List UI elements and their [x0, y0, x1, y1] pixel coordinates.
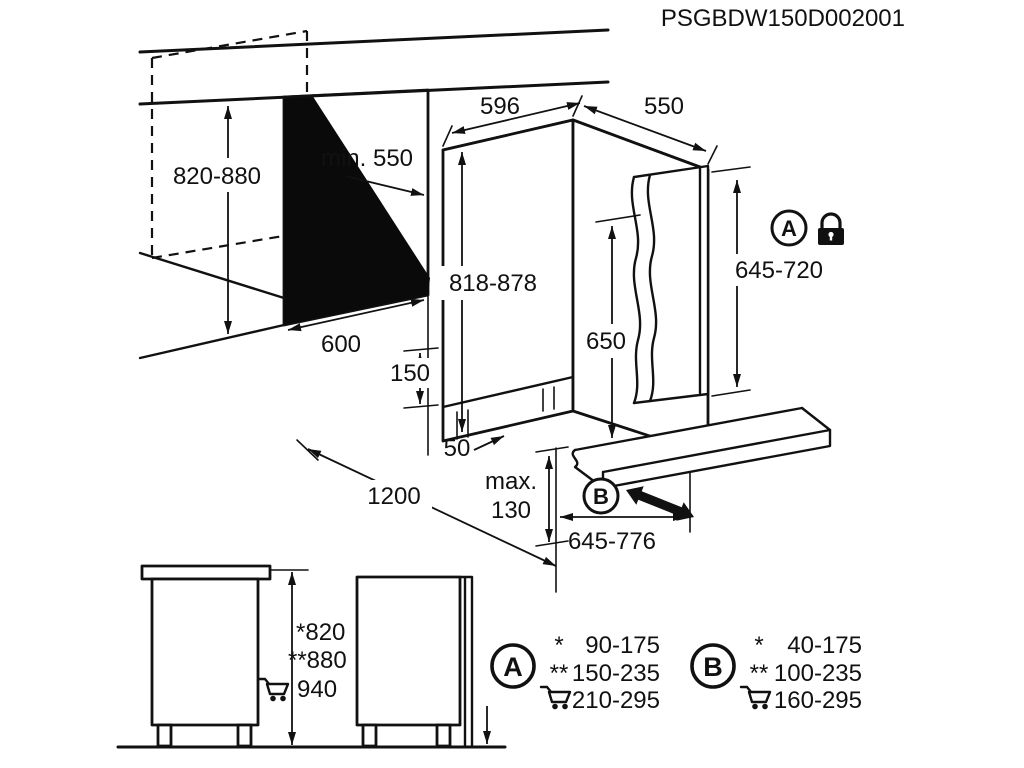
pull-out-arrow-icon — [626, 486, 694, 521]
lock-icon — [818, 212, 844, 245]
dim-label-appliance-depth: 550 — [644, 93, 684, 120]
dim-open-door-depth: 1200 — [296, 439, 557, 567]
height-cart-label: 940 — [297, 676, 337, 703]
legend-a-double-star-symbol: ** — [550, 660, 569, 687]
dim-appliance-width: 596 — [442, 93, 583, 147]
legend-a-star-value: 90-175 — [585, 632, 660, 659]
legend: A * 90-175 ** 150-235 210-295 B * 40-175… — [490, 632, 862, 714]
plinth-panel — [571, 406, 832, 490]
dim-furniture-door-height: 645-720 — [711, 166, 824, 397]
niche-shadow — [284, 95, 430, 325]
legend-b-star-symbol: * — [754, 632, 763, 659]
legend-b-double-star-symbol: ** — [750, 660, 769, 687]
legend-b-label: B — [703, 652, 723, 682]
side-view-freestanding — [140, 564, 272, 748]
furniture-door-panel — [630, 164, 710, 405]
badge-b-label: B — [593, 484, 609, 509]
dim-label-plinth-height: 150 — [390, 360, 430, 387]
cart-icon — [539, 685, 572, 711]
dim-label-open-door-depth: 1200 — [367, 483, 420, 510]
cart-icon — [257, 677, 290, 703]
dim-plinth-panel-width: 645-776 — [560, 513, 686, 555]
dim-door-fixing-height: 650 — [580, 214, 641, 438]
dim-label-plinth-recess-max: max. — [485, 468, 537, 495]
badge-a-label: A — [781, 216, 797, 241]
legend-a-star-symbol: * — [554, 632, 563, 659]
dim-niche-height: 820-880 — [156, 106, 278, 334]
height-double-star-label: **880 — [288, 647, 347, 674]
dim-appliance-depth: 550 — [583, 93, 718, 165]
cabinet-cutaway — [138, 28, 610, 456]
dim-side-clearance: 50 — [444, 435, 505, 462]
dim-label-plinth-panel-width: 645-776 — [568, 528, 656, 555]
legend-badge-b: B — [690, 643, 736, 689]
height-star-label: *820 — [296, 619, 345, 646]
legend-b-double-star-value: 100-235 — [774, 660, 862, 687]
dim-plinth-height: 150 — [384, 347, 439, 409]
legend-b-cart-value: 160-295 — [774, 687, 862, 714]
dim-appliance-height: 818-878 — [438, 152, 550, 432]
legend-a-label: A — [503, 652, 523, 682]
dim-plinth-recess: max. 130 — [477, 446, 569, 547]
legend-b-star-value: 40-175 — [787, 632, 862, 659]
dim-label-niche-height: 820-880 — [173, 163, 261, 190]
dim-label-appliance-width: 596 — [480, 93, 520, 120]
dim-label-plinth-recess-value: 130 — [491, 497, 531, 524]
badge-b: B — [582, 477, 620, 515]
side-view-integrated — [355, 575, 491, 748]
dim-label-appliance-height: 818-878 — [449, 270, 537, 297]
cart-icon — [739, 685, 772, 711]
dim-label-niche-width: 600 — [321, 331, 361, 358]
legend-a-double-star-value: 150-235 — [572, 660, 660, 687]
dim-label-niche-depth: min. 550 — [321, 145, 413, 172]
dim-label-side-clearance: 50 — [444, 435, 471, 462]
dim-niche-depth: min. 550 — [321, 145, 425, 196]
dim-niche-width: 600 — [287, 298, 425, 358]
dim-overall-height: *820 **880 940 — [257, 569, 347, 745]
legend-a-cart-value: 210-295 — [572, 687, 660, 714]
dim-label-furniture-door-height: 645-720 — [735, 257, 823, 284]
badge-a: A — [770, 209, 808, 247]
dim-label-door-fixing-height: 650 — [586, 328, 626, 355]
legend-badge-a: A — [490, 643, 536, 689]
drawing-code: PSGBDW150D002001 — [661, 5, 905, 32]
